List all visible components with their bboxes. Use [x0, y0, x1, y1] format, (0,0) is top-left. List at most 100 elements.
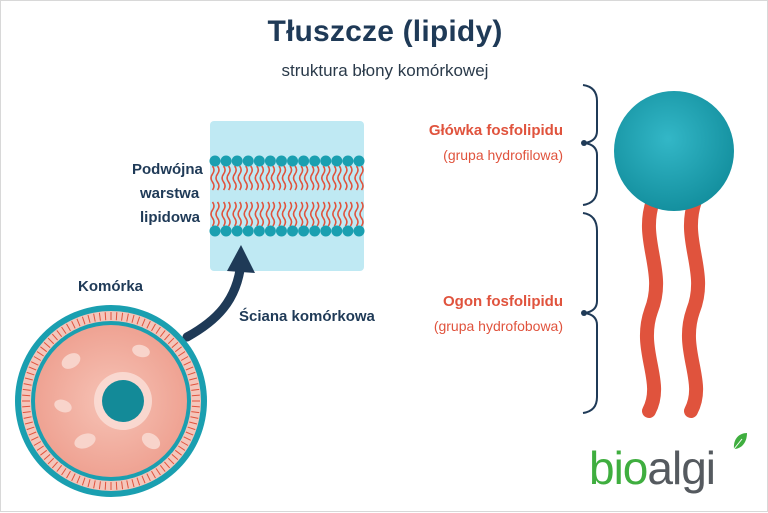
bilayer-tail — [292, 201, 298, 227]
cell-membrane-line — [167, 457, 175, 465]
cell-membrane-line — [66, 323, 71, 332]
cell-membrane-line — [191, 405, 200, 408]
cell-membrane-line — [121, 312, 124, 321]
cell-membrane-line — [33, 441, 42, 446]
bilayer-head-bead — [242, 155, 254, 167]
bilayer-head-bead — [209, 225, 221, 237]
bilayer-tail — [332, 165, 337, 191]
cell-membrane-line — [28, 366, 37, 371]
cell-membrane-line — [155, 468, 161, 476]
cell-membrane-line — [164, 333, 171, 341]
cell-membrane-line — [93, 480, 96, 489]
bilayer-tail — [243, 165, 249, 191]
bilayer-tail — [215, 201, 220, 227]
cell-membrane-line — [131, 479, 135, 488]
bilayer-tail — [237, 165, 242, 191]
bilayer-tail — [281, 165, 287, 191]
cell-wall-label: Ściana komórkowa — [239, 308, 375, 325]
bilayer-tail — [309, 165, 315, 191]
cell-membrane-lines — [22, 312, 200, 490]
bilayer-tail — [287, 201, 293, 227]
cell-membrane-line — [22, 388, 31, 391]
nucleus — [102, 380, 144, 422]
cell-membrane-line — [26, 371, 35, 376]
bilayer-tail — [210, 201, 215, 227]
cell-membrane-line — [51, 461, 58, 469]
cell-membrane-line — [40, 346, 48, 353]
zoom-arrow-head — [227, 245, 255, 273]
bilayer-tail — [215, 165, 220, 191]
cell-membrane-line — [191, 411, 200, 414]
bilayer-tail — [226, 201, 231, 227]
cell-membrane-line — [87, 479, 91, 488]
bilayer-tail — [314, 165, 320, 191]
head-brace-dot — [581, 140, 587, 146]
head-title-label: Główka fosfolipidu — [428, 122, 563, 139]
cell-membrane-line — [191, 388, 200, 391]
cell-membrane-line — [141, 318, 146, 327]
bilayer-tail — [259, 165, 265, 191]
head-sub-label: (grupa hydrofilowa) — [443, 147, 563, 163]
cell-membrane-line — [183, 361, 192, 366]
cell-membrane-line — [51, 333, 58, 341]
cell-membrane-line — [174, 449, 182, 456]
bilayer-head-bead — [275, 155, 287, 167]
bilayer-tail — [343, 201, 348, 227]
cell-membrane-line — [98, 481, 101, 490]
bilayer-head-bead — [231, 225, 243, 237]
cell-membrane-line — [104, 312, 107, 321]
bilayer-label: Podwójna warstwa lipidowa — [132, 158, 212, 230]
cell-membrane-line — [56, 330, 63, 338]
cell-membrane-line — [28, 431, 37, 436]
cell-membrane-line — [76, 475, 81, 484]
bilayer-head-bead — [298, 155, 310, 167]
cell-membrane-line — [164, 461, 171, 469]
cell-membrane-line — [178, 351, 186, 357]
bilayer-tail — [320, 201, 326, 227]
bilayer-label-line-2: warstwa — [140, 185, 200, 202]
bilayer-tail — [248, 201, 254, 227]
cell-membrane-line — [22, 405, 31, 408]
bilayer-tail — [298, 201, 304, 227]
bilayer-head-bead — [320, 155, 332, 167]
bilayer-tail — [309, 201, 315, 227]
cell-membrane-line — [24, 421, 33, 425]
bilayer-tail — [287, 165, 293, 191]
cell-membrane-line — [71, 320, 76, 329]
bilayer-heads — [209, 155, 365, 237]
cell-membrane-line — [30, 436, 39, 441]
cell — [15, 305, 207, 497]
bilayer-tail — [303, 165, 309, 191]
bilayer-tail — [354, 201, 359, 227]
bilayer-head-bead — [264, 155, 276, 167]
bilayer-background — [210, 121, 364, 271]
bilayer-head-bead — [298, 225, 310, 237]
bilayer-tail — [221, 165, 226, 191]
bilayer-tail — [359, 165, 364, 191]
cell-membrane-line — [191, 394, 200, 397]
bilayer-tail — [292, 165, 298, 191]
bilayer-head-bead — [309, 225, 321, 237]
bilayer-head-bead — [320, 225, 332, 237]
cell-membrane-line — [30, 361, 39, 366]
cell-organelles — [54, 344, 161, 450]
page-title: Tłuszcze (lipidy) — [267, 15, 503, 48]
bilayer-head-bead — [220, 225, 232, 237]
bilayer-tail — [226, 165, 231, 191]
bilayer-head-bead — [264, 225, 276, 237]
cell-membrane-line — [23, 416, 32, 419]
bilayer-head-bead — [353, 155, 365, 167]
zoom-arrow-shaft — [182, 258, 246, 342]
bilayer-head-bead — [331, 225, 343, 237]
cell-membrane-line — [190, 383, 199, 386]
cell-membrane-line — [47, 337, 55, 345]
cell-membrane-line — [24, 377, 33, 381]
bilayer-tail — [276, 201, 282, 227]
cell-membrane-line — [131, 314, 135, 323]
leaf-icon — [733, 433, 747, 450]
cell-membrane-line — [43, 341, 51, 348]
bilayer-tail — [281, 201, 287, 227]
cell-membrane-line — [171, 341, 179, 348]
bilayer-head-bead — [253, 225, 265, 237]
cell-membrane-line — [22, 394, 31, 397]
